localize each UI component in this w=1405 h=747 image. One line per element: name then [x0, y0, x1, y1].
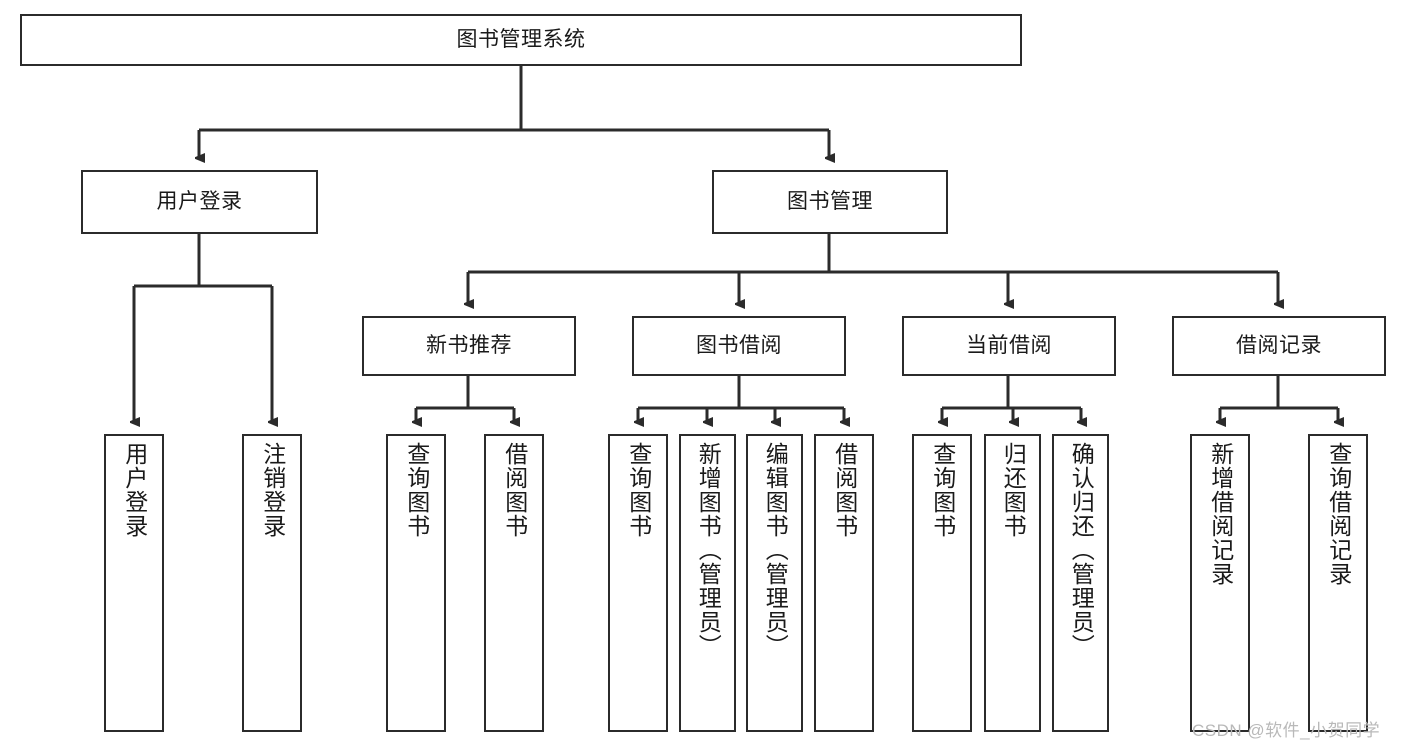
node-book-borrow-label: 图书借阅: [696, 333, 782, 357]
node-book-management-label: 图书管理: [787, 189, 873, 213]
node-new-book-recommend-label: 新书推荐: [426, 333, 512, 357]
edge-group-current: [942, 376, 1081, 422]
node-leaf-user-login[interactable]: 用户登录: [104, 434, 164, 732]
node-leaf-borrow-book-rec[interactable]: 借阅图书: [484, 434, 544, 732]
node-leaf-query-borrow-record[interactable]: 查询借阅记录: [1308, 434, 1368, 732]
node-leaf-return-book[interactable]: 归还图书: [984, 434, 1041, 732]
node-current-borrow[interactable]: 当前借阅: [902, 316, 1116, 376]
node-leaf-confirm-return-admin[interactable]: 确认归还（管理员）: [1052, 434, 1109, 732]
node-leaf-add-book-admin[interactable]: 新增图书（管理员）: [679, 434, 736, 732]
node-borrow-records-label: 借阅记录: [1236, 333, 1322, 357]
csdn-watermark: CSDN @软件_小贺同学: [1192, 721, 1381, 740]
edge-group-book-manage: [468, 234, 1278, 304]
node-leaf-edit-book-admin-label: 编辑图书（管理员）: [762, 442, 789, 658]
edge-group-new-book: [416, 376, 514, 422]
node-leaf-borrow-book-rec-label: 借阅图书: [501, 442, 528, 538]
node-leaf-return-book-label: 归还图书: [1000, 442, 1027, 538]
node-leaf-query-book-current[interactable]: 查询图书: [912, 434, 972, 732]
node-leaf-lend-book[interactable]: 借阅图书: [814, 434, 874, 732]
node-leaf-query-book-rec-label: 查询图书: [403, 442, 430, 538]
node-leaf-query-book-borrow[interactable]: 查询图书: [608, 434, 668, 732]
node-root[interactable]: 图书管理系统: [20, 14, 1022, 66]
node-leaf-lend-book-label: 借阅图书: [831, 442, 858, 538]
node-borrow-records[interactable]: 借阅记录: [1172, 316, 1386, 376]
node-leaf-query-borrow-record-label: 查询借阅记录: [1325, 442, 1352, 586]
node-leaf-query-book-rec[interactable]: 查询图书: [386, 434, 446, 732]
node-leaf-add-borrow-record-label: 新增借阅记录: [1207, 442, 1234, 586]
node-leaf-confirm-return-admin-label: 确认归还（管理员）: [1068, 442, 1095, 658]
node-leaf-user-logout[interactable]: 注销登录: [242, 434, 302, 732]
node-user-login-label: 用户登录: [156, 189, 243, 213]
node-current-borrow-label: 当前借阅: [966, 333, 1052, 357]
node-leaf-query-book-current-label: 查询图书: [929, 442, 956, 538]
node-book-management[interactable]: 图书管理: [712, 170, 948, 234]
edge-group-borrow: [638, 376, 844, 422]
node-new-book-recommend[interactable]: 新书推荐: [362, 316, 576, 376]
edge-group-user-login: [134, 234, 272, 422]
node-user-login[interactable]: 用户登录: [81, 170, 318, 234]
node-root-label: 图书管理系统: [456, 27, 586, 51]
node-leaf-user-login-label: 用户登录: [121, 442, 148, 538]
node-book-borrow[interactable]: 图书借阅: [632, 316, 846, 376]
node-leaf-add-book-admin-label: 新增图书（管理员）: [695, 442, 722, 658]
node-leaf-query-book-borrow-label: 查询图书: [625, 442, 652, 538]
node-leaf-add-borrow-record[interactable]: 新增借阅记录: [1190, 434, 1250, 732]
edge-group-root: [199, 66, 829, 158]
node-leaf-edit-book-admin[interactable]: 编辑图书（管理员）: [746, 434, 803, 732]
edge-group-records: [1220, 376, 1338, 422]
node-leaf-user-logout-label: 注销登录: [259, 442, 286, 538]
